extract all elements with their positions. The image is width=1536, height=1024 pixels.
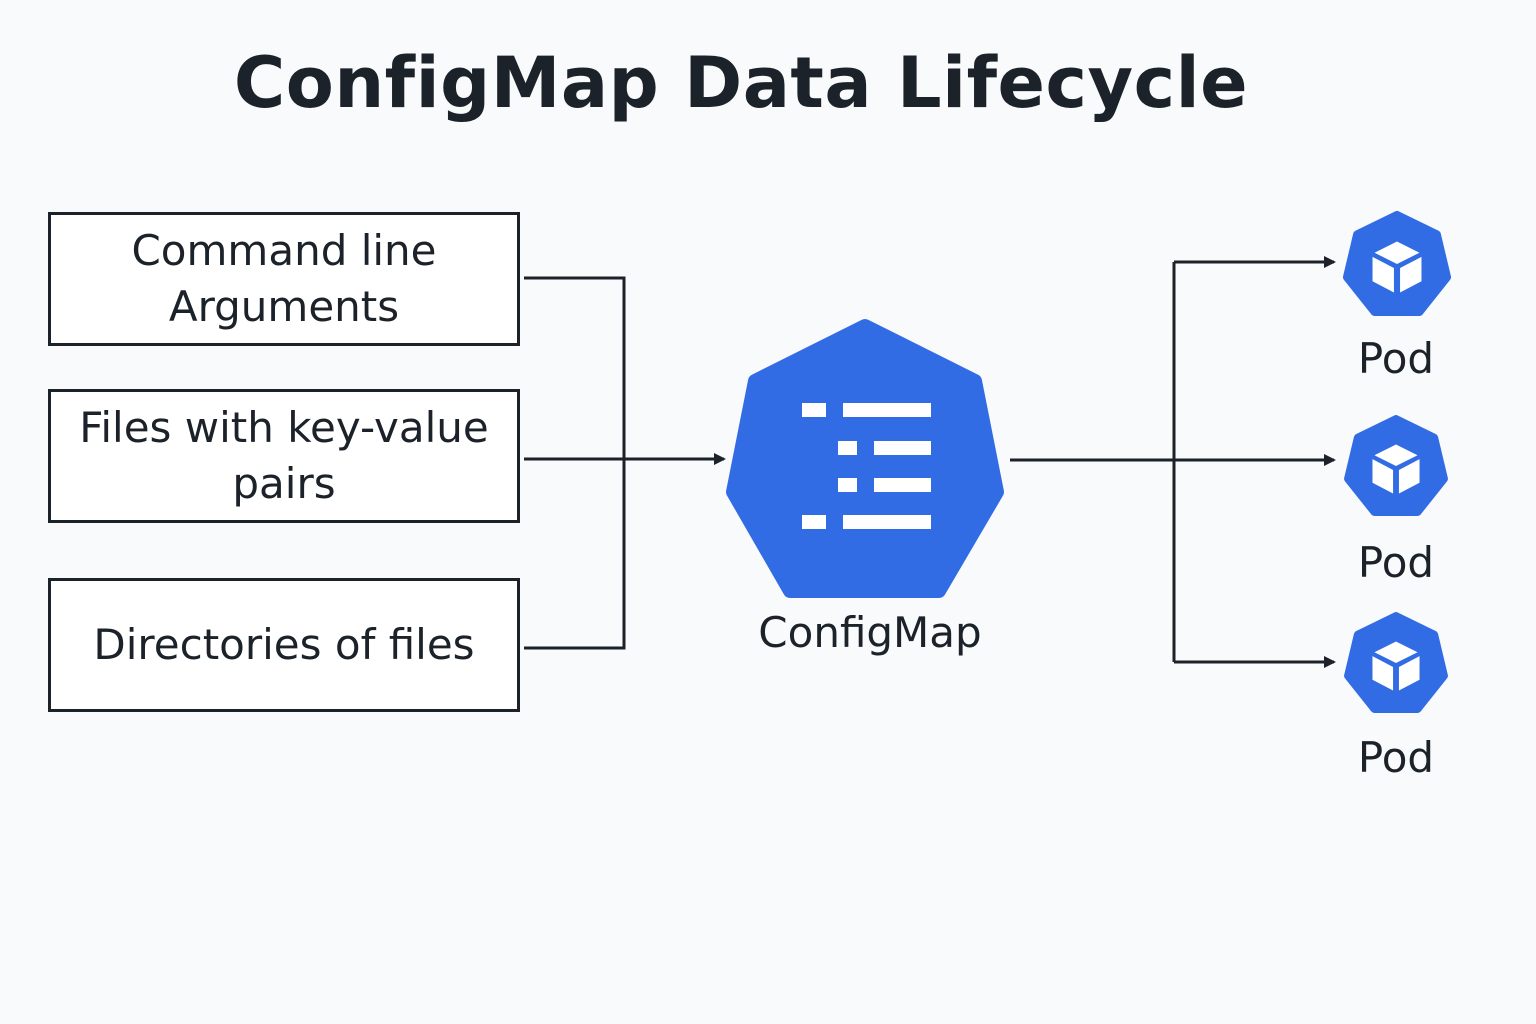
connector-directories (524, 459, 626, 650)
pod-icon (1344, 415, 1448, 517)
configmap-icon (726, 319, 1004, 598)
source-box-command-line: Command line Arguments (48, 212, 520, 346)
pod-label: Pod (1357, 334, 1435, 383)
source-box-directories: Directories of files (48, 578, 520, 712)
source-label-command-line: Command line Arguments (131, 226, 437, 331)
input-connectors (524, 276, 726, 650)
pod-icon (1344, 612, 1448, 714)
source-label-key-value-files: Files with key-value pairs (79, 403, 489, 508)
output-connectors (1010, 256, 1336, 668)
configmap-label: ConfigMap (758, 608, 982, 657)
pod-label: Pod (1357, 538, 1435, 587)
pod-icon (1342, 210, 1452, 316)
diagram-title: ConfigMap Data Lifecycle (233, 42, 1249, 124)
source-label-directories: Directories of files (93, 620, 475, 669)
connector-command-line (524, 276, 626, 459)
pod-label: Pod (1357, 733, 1435, 782)
list-lines-icon (802, 403, 931, 529)
source-box-key-value-files: Files with key-value pairs (48, 389, 520, 523)
